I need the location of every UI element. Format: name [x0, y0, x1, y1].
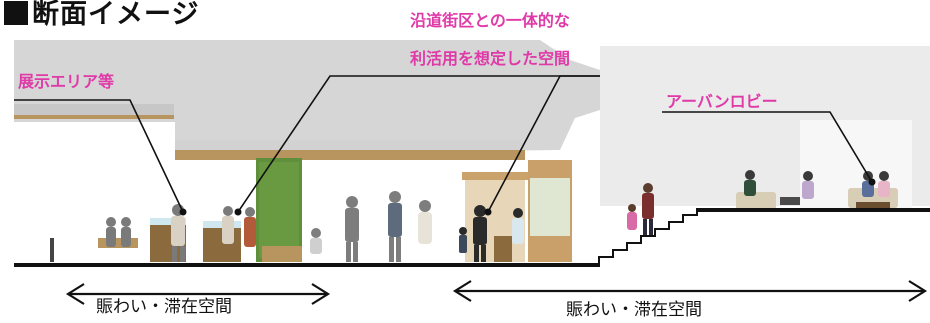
callout-roadside-integration: 沿道街区との一体的な 利活用を想定した空間	[365, 2, 615, 78]
caption-right: 賑わい・滞在空間	[566, 300, 702, 320]
people-kiosk	[459, 205, 524, 262]
people-left	[106, 204, 256, 262]
callout-urban-lobby: アーバンロビー	[666, 92, 778, 111]
ground-line-right	[600, 263, 930, 267]
post	[50, 238, 54, 262]
canopy-center	[175, 150, 525, 160]
title-text: 断面イメージ	[32, 0, 200, 30]
people-center	[310, 191, 432, 262]
kiosk-roof	[462, 172, 528, 180]
canopy-center-top	[175, 140, 525, 150]
page-title: 断面イメージ	[4, 0, 199, 31]
building-silhouette	[14, 40, 600, 155]
exhibit-table-glass	[150, 218, 186, 225]
green-wall-texture	[259, 162, 299, 258]
arrow-left	[65, 283, 331, 305]
callout-top-line2: 利活用を想定した空間	[409, 49, 570, 68]
exhibit-bench	[98, 238, 138, 248]
canopy-wood-beam	[14, 115, 174, 119]
leader-top-2	[487, 75, 600, 213]
planter-left	[262, 246, 302, 262]
arrow-right	[452, 280, 928, 302]
caption-left: 賑わい・滞在空間	[96, 297, 232, 317]
callout-leaders	[14, 75, 873, 213]
callout-exhibition-area: 展示エリア等	[18, 72, 115, 91]
stairs-fill	[600, 212, 930, 265]
callout-top-line1: 沿道街区との一体的な	[410, 11, 570, 30]
people-stairs	[627, 183, 654, 235]
leader-left	[14, 99, 184, 213]
square-bullet-icon	[4, 1, 28, 25]
leader-top-1	[237, 75, 600, 213]
leader-dots	[179, 178, 876, 216]
leader-right	[662, 111, 873, 183]
display-board	[530, 178, 570, 236]
